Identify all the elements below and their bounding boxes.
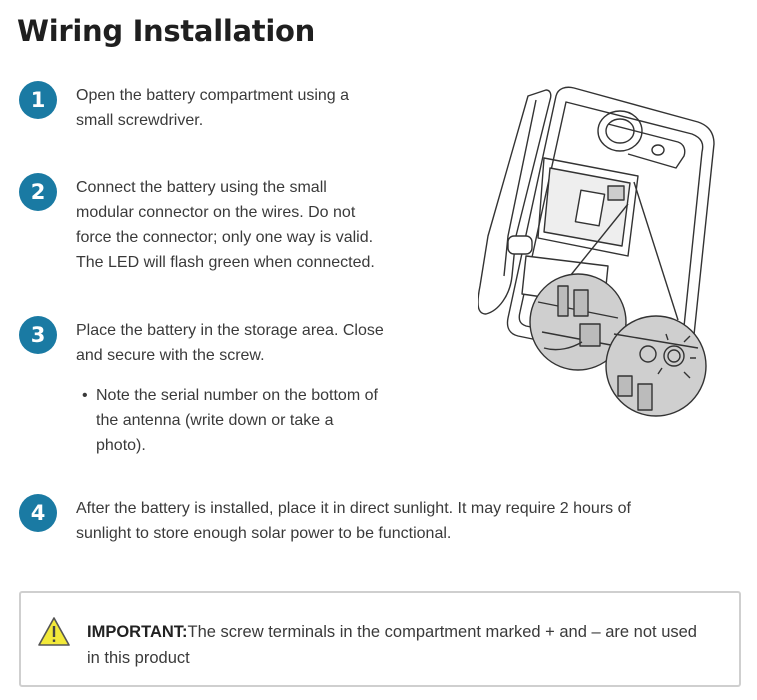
device-battery-compartment-illustration [477, 86, 718, 436]
bullet-item: • Note the serial number on the bottom o… [82, 383, 416, 458]
step-number-badge: 2 [19, 173, 57, 211]
step-line: small screwdriver. [76, 112, 204, 129]
bullet-line: photo). [96, 437, 146, 454]
step-line: force the connector; only one way is val… [76, 229, 374, 246]
important-label: IMPORTANT: [87, 623, 188, 641]
important-message: The screw terminals in the compartment m… [187, 623, 697, 641]
warning-triangle-icon [38, 617, 70, 646]
important-note-box: IMPORTANT:The screw terminals in the com… [19, 591, 741, 687]
step-number-badge: 4 [19, 494, 57, 532]
step-text: Place the battery in the storage area. C… [76, 318, 416, 368]
bullet-dot: • [82, 387, 88, 404]
bullet-line: Note the serial number on the bottom of [96, 387, 378, 404]
step-line: Connect the battery using the small [76, 179, 327, 196]
step-line: modular connector on the wires. Do not [76, 204, 356, 221]
step-line: sunlight to store enough solar power to … [76, 525, 452, 542]
step-text: Open the battery compartment using a sma… [76, 83, 406, 133]
important-message-cont: in this product [87, 649, 190, 667]
step-line: and secure with the screw. [76, 347, 265, 364]
page-title: Wiring Installation [17, 14, 315, 48]
step-text: After the battery is installed, place it… [76, 496, 716, 546]
step-number-badge: 1 [19, 81, 57, 119]
step-line: The LED will flash green when connected. [76, 254, 375, 271]
step-text: Connect the battery using the small modu… [76, 175, 416, 275]
bullet-line: the antenna (write down or take a [96, 412, 334, 429]
step-line: After the battery is installed, place it… [76, 500, 631, 517]
step-number-badge: 3 [19, 316, 57, 354]
step-line: Place the battery in the storage area. C… [76, 322, 384, 339]
step-line: Open the battery compartment using a [76, 87, 350, 104]
important-note-text: IMPORTANT:The screw terminals in the com… [87, 619, 729, 671]
